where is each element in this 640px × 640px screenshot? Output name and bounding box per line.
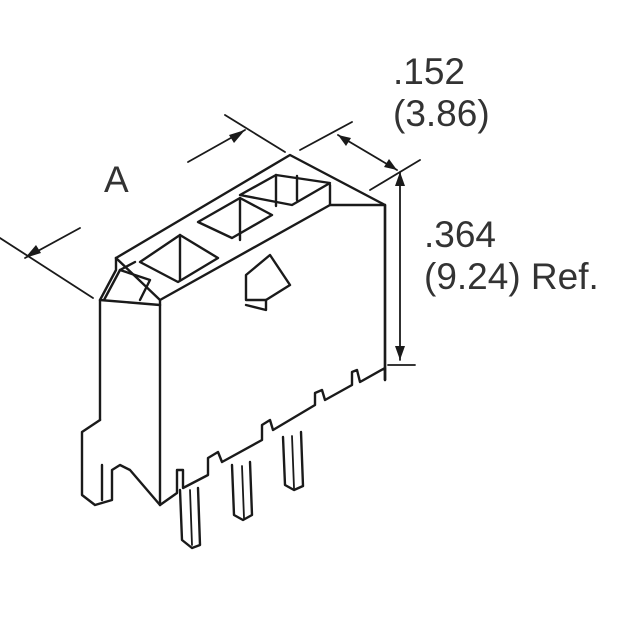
- dimension-height: [387, 171, 416, 366]
- pin-1: [178, 486, 202, 550]
- height-inch-label: .364: [424, 214, 497, 255]
- pin-3: [281, 430, 305, 492]
- depth-inch-label: .152: [393, 51, 466, 92]
- pins: [178, 430, 305, 550]
- dimension-a: [0, 114, 286, 299]
- height-mm-label: (9.24) Ref.: [424, 256, 599, 297]
- housing: [80, 153, 387, 507]
- dimension-a-label: A: [104, 159, 129, 200]
- depth-mm-label: (3.86): [393, 93, 490, 134]
- pin-2: [230, 460, 254, 522]
- dimension-depth: [299, 121, 421, 191]
